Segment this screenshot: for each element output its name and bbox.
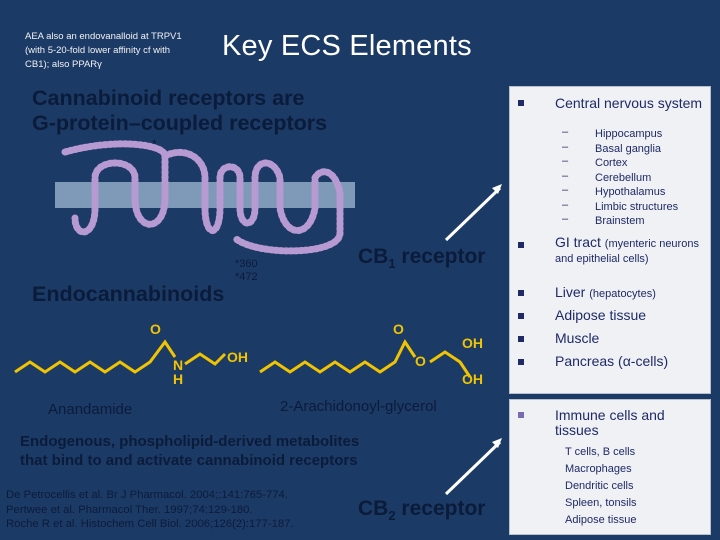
dash-7: – xyxy=(562,213,569,225)
bullet-immune xyxy=(518,412,524,418)
bullet-liver xyxy=(518,290,524,296)
cns-item: Cerebellum xyxy=(595,171,652,184)
endocannabinoid-description: Endogenous, phospholipid-derived metabol… xyxy=(20,432,359,470)
description-line2: that bind to and activate cannabinoid re… xyxy=(20,452,358,469)
immune-item: Spleen, tonsils xyxy=(565,497,637,509)
atom-o-left: O xyxy=(150,322,161,337)
anandamide-structure: O N H OH xyxy=(14,322,248,387)
gi-label: GI tract xyxy=(555,234,601,250)
cns-item: Brainstem xyxy=(595,215,645,227)
immune-label: Immune cells and tissues xyxy=(555,407,665,438)
star-labels: *360 *472 xyxy=(235,258,258,284)
atom-oh-left: OH xyxy=(227,349,248,365)
references: De Petrocellis et al. Br J Pharmacol. 20… xyxy=(6,488,294,532)
receptor-heading: Cannabinoid receptors are G-protein–coup… xyxy=(32,86,327,136)
2ag-label: 2-Arachidonoyl-glycerol xyxy=(280,398,437,415)
bullet-cns xyxy=(518,100,524,106)
dash-6: – xyxy=(562,199,569,211)
adipose-item: Adipose tissue xyxy=(555,307,647,323)
gi-item: GI tract (myenteric neurons and epitheli… xyxy=(555,234,705,266)
immune-item: Dendritic cells xyxy=(565,480,634,492)
dash-3: – xyxy=(562,155,569,167)
gi-detail: (myenteric neurons and epithelial cells) xyxy=(555,238,699,265)
atom-oh-bottom: OH xyxy=(462,371,483,387)
diagram-panel xyxy=(0,80,512,540)
dash-1: – xyxy=(562,126,569,138)
cns-item: Basal ganglia xyxy=(595,142,662,155)
dash-4: – xyxy=(562,170,569,182)
immune-item: Macrophages xyxy=(565,463,632,475)
cns-label: Central nervous system xyxy=(555,95,703,111)
atom-oh-top: OH xyxy=(462,335,483,351)
dash-5: – xyxy=(562,184,569,196)
cb2-receptor-label: CB2 receptor xyxy=(358,497,486,523)
bullet-gi xyxy=(518,242,524,248)
endocannabinoids-heading: Endocannabinoids xyxy=(32,282,225,306)
arrow-cb1 xyxy=(444,184,502,242)
receptor-diagram: * xyxy=(55,138,355,255)
muscle-item: Muscle xyxy=(555,330,600,346)
receptor-chain xyxy=(61,140,344,255)
cb1-locations-box: Central nervous system – – – – – – – Hip… xyxy=(509,86,711,394)
reference-2: Pertwee et al. Pharmacol Ther. 1997;74:1… xyxy=(6,503,253,516)
note-text: AEA also an endovanalloid at TRPV1 (with… xyxy=(25,31,182,70)
description-line1: Endogenous, phospholipid-derived metabol… xyxy=(20,433,360,450)
cns-items: Hippocampus Basal ganglia Cortex Cerebel… xyxy=(595,127,678,229)
reference-3: Roche R et al. Histochem Cell Biol. 2006… xyxy=(6,518,294,530)
liver-detail: (hepatocytes) xyxy=(589,288,656,300)
bullet-muscle xyxy=(518,336,524,342)
cns-item: Limbic structures xyxy=(595,200,679,213)
immune-item: Adipose tissue xyxy=(565,514,637,526)
dash-2: – xyxy=(562,141,569,153)
arrow-cb2 xyxy=(444,438,502,496)
atom-h: H xyxy=(173,371,183,387)
receptor-heading-line1: Cannabinoid receptors are xyxy=(32,86,305,110)
atom-o-right: O xyxy=(393,322,404,337)
star-label-360: *360 xyxy=(235,258,258,270)
atom-n: N xyxy=(173,357,183,373)
liver-item: Liver (hepatocytes) xyxy=(555,285,705,302)
anandamide-label: Anandamide xyxy=(48,401,133,418)
cb1-receptor-label: CB1 receptor xyxy=(358,245,486,271)
star-label-472: *472 xyxy=(235,271,258,283)
liver-label: Liver xyxy=(555,284,586,300)
cns-item: Hippocampus xyxy=(595,128,663,140)
cns-item: Cortex xyxy=(595,157,628,169)
atom-o-ester: O xyxy=(415,353,426,369)
reference-1: De Petrocellis et al. Br J Pharmacol. 20… xyxy=(6,489,288,501)
bullet-pancreas xyxy=(518,359,524,365)
bullet-adipose xyxy=(518,313,524,319)
immune-item: T cells, B cells xyxy=(565,446,636,458)
receptor-heading-line2: G-protein–coupled receptors xyxy=(32,111,328,135)
star-mark: * xyxy=(152,138,157,151)
slide-title: Key ECS Elements xyxy=(222,30,472,62)
immune-items: T cells, B cells Macrophages Dendritic c… xyxy=(565,444,637,529)
2ag-structure: O O OH OH xyxy=(259,322,483,387)
cns-item: Hypothalamus xyxy=(595,186,666,198)
cb2-locations-box: Immune cells and tissues T cells, B cell… xyxy=(509,399,711,535)
pancreas-item: Pancreas (α-cells) xyxy=(555,353,669,369)
